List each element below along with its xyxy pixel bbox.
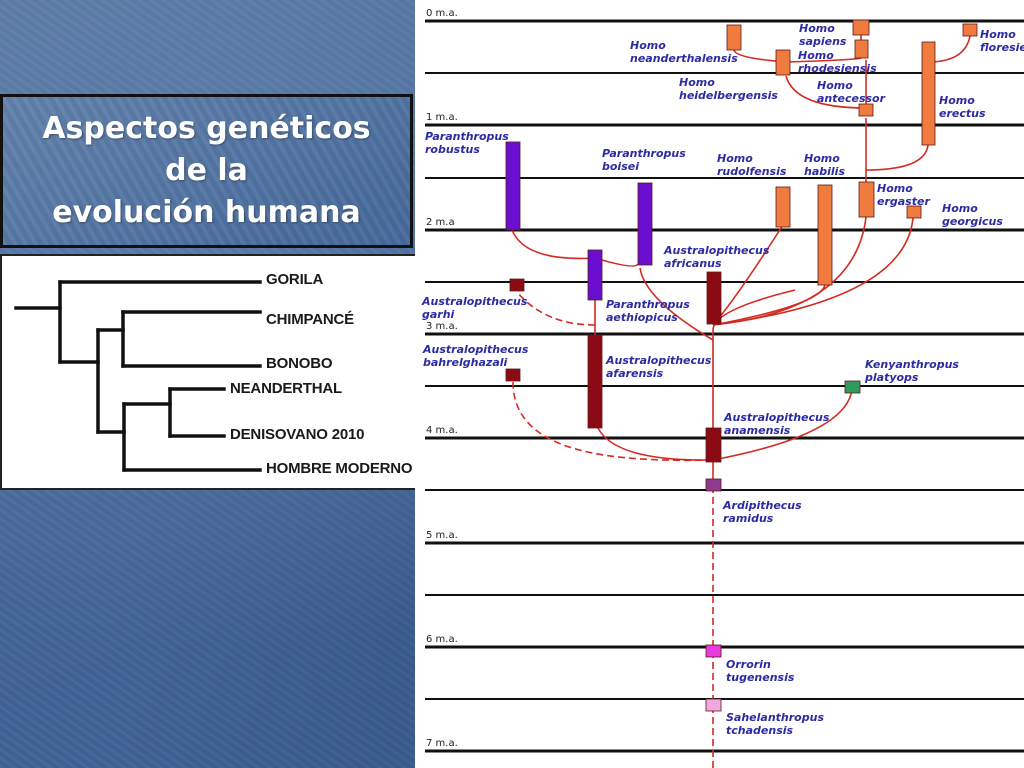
label-homo-rudolfensis: Homo rudolfensis	[717, 152, 787, 178]
bar-sahelanthropus-tchadensis	[705, 698, 722, 712]
label-homo-georgicus: Homo georgicus	[942, 202, 1003, 228]
branch-garhi	[516, 291, 596, 326]
ma-label-0: 0 m.a.	[426, 8, 458, 19]
label-australopithecus-garhi: Australopithecus garhi	[422, 295, 528, 321]
bar-orrorin-tugenensis	[705, 644, 722, 658]
ma-label-5: 5 m.a.	[426, 530, 458, 541]
ma-label-7: 7 m.a.	[426, 738, 458, 749]
bar-paranthropus-boisei	[637, 182, 653, 266]
clado-label-gorila: GORILA	[266, 271, 324, 288]
label-australopithecus-anamensis: Australopithecus anamensis	[724, 411, 830, 437]
bar-paranthropus-aethiopicus	[587, 249, 603, 301]
bar-kenyanthropus-platyops	[844, 380, 861, 394]
label-homo-erectus: Homo erectus	[939, 94, 986, 120]
bar-homo-neanderthalensis	[726, 24, 742, 51]
bar-homo-rhodesiensis	[854, 39, 869, 59]
label-homo-floresiensis: Homo floresiensis	[980, 28, 1024, 54]
bar-homo-sapiens	[852, 19, 870, 36]
bar-australopithecus-afarensis	[587, 334, 603, 429]
branch-erectus	[865, 144, 929, 171]
timeline-diagram	[425, 19, 1024, 768]
bar-australopithecus-africanus	[706, 271, 722, 325]
clado-label-chimpance: CHIMPANCÉ	[266, 311, 354, 328]
label-australopithecus-africanus: Australopithecus africanus	[664, 244, 770, 270]
bar-australopithecus-bahrelghazali	[505, 368, 521, 382]
ma-label-3: 3 m.a.	[426, 321, 458, 332]
label-paranthropus-boisei: Paranthropus boisei	[602, 147, 686, 173]
branch-anamensis-up	[712, 289, 796, 460]
bar-homo-floresiensis	[962, 23, 978, 37]
branch-heidelbergensis	[785, 75, 867, 109]
label-paranthropus-robustus: Paranthropus robustus	[425, 130, 509, 156]
branch-to-africanus	[639, 267, 714, 341]
bar-homo-heidelbergensis	[775, 49, 791, 76]
label-australopithecus-afarensis: Australopithecus afarensis	[606, 354, 712, 380]
bar-ardipithecus-ramidus	[705, 478, 722, 492]
label-homo-antecessor: Homo antecessor	[817, 79, 886, 105]
ma-label-4: 4 m.a.	[426, 425, 458, 436]
label-homo-rhodesiensis: Homo rhodesiensis	[798, 49, 877, 75]
label-australopithecus-bahrelghazali: Australopithecus bahrelghazali	[423, 343, 529, 369]
branch-homo-root	[712, 224, 784, 326]
clado-label-neanderthal: NEANDERTHAL	[230, 380, 342, 397]
label-homo-ergaster: Homo ergaster	[877, 182, 930, 208]
label-orrorin-tugenensis: Orrorin tugenensis	[726, 658, 795, 684]
bar-homo-ergaster	[858, 181, 875, 218]
label-homo-sapiens: Homo sapiens	[799, 22, 847, 48]
branch-platyops	[712, 389, 853, 461]
label-paranthropus-aethiopicus: Paranthropus aethiopicus	[606, 298, 690, 324]
slide-title: Aspectos genéticos de la evolución human…	[42, 111, 371, 230]
label-homo-habilis: Homo habilis	[804, 152, 845, 178]
label-sahelanthropus-tchadensis: Sahelanthropus tchadensis	[726, 711, 824, 737]
branch-afarensis	[594, 419, 714, 461]
ma-label-6: 6 m.a.	[426, 634, 458, 645]
clado-label-denisovano: DENISOVANO 2010	[230, 426, 365, 443]
bar-paranthropus-robustus	[505, 141, 521, 231]
clado-label-bonobo: BONOBO	[266, 355, 333, 372]
bar-australopithecus-anamensis	[705, 427, 722, 463]
branch-georgicus	[712, 217, 914, 326]
title-box: Aspectos genéticos de la evolución human…	[0, 94, 413, 248]
cladogram-panel: GORILA CHIMPANCÉ BONOBO NEANDERTHAL DENI…	[0, 254, 417, 490]
branch-bahrelghazali	[512, 381, 714, 462]
timeline-panel: 0 m.a. 1 m.a. 2 m.a 3 m.a. 4 m.a. 5 m.a.…	[415, 0, 1024, 768]
ma-label-1: 1 m.a.	[426, 112, 458, 123]
bar-homo-antecessor	[858, 103, 874, 117]
bar-australopithecus-garhi	[509, 278, 525, 292]
label-homo-heidelbergensis: Homo heidelbergensis	[679, 76, 778, 102]
label-kenyanthropus-platyops: Kenyanthropus platyops	[865, 358, 959, 384]
bar-homo-rudolfensis	[775, 186, 791, 228]
bar-homo-georgicus	[906, 205, 922, 219]
label-ardipithecus-ramidus: Ardipithecus ramidus	[723, 499, 802, 525]
bar-homo-habilis	[817, 184, 833, 286]
branch-robustus	[511, 229, 596, 260]
bar-homo-erectus	[921, 41, 936, 146]
label-homo-neanderthalensis: Homo neanderthalensis	[630, 39, 738, 65]
ma-label-2: 2 m.a	[426, 217, 455, 228]
cladogram-tree	[14, 280, 262, 472]
clado-label-hombre-moderno: HOMBRE MODERNO	[266, 460, 413, 477]
